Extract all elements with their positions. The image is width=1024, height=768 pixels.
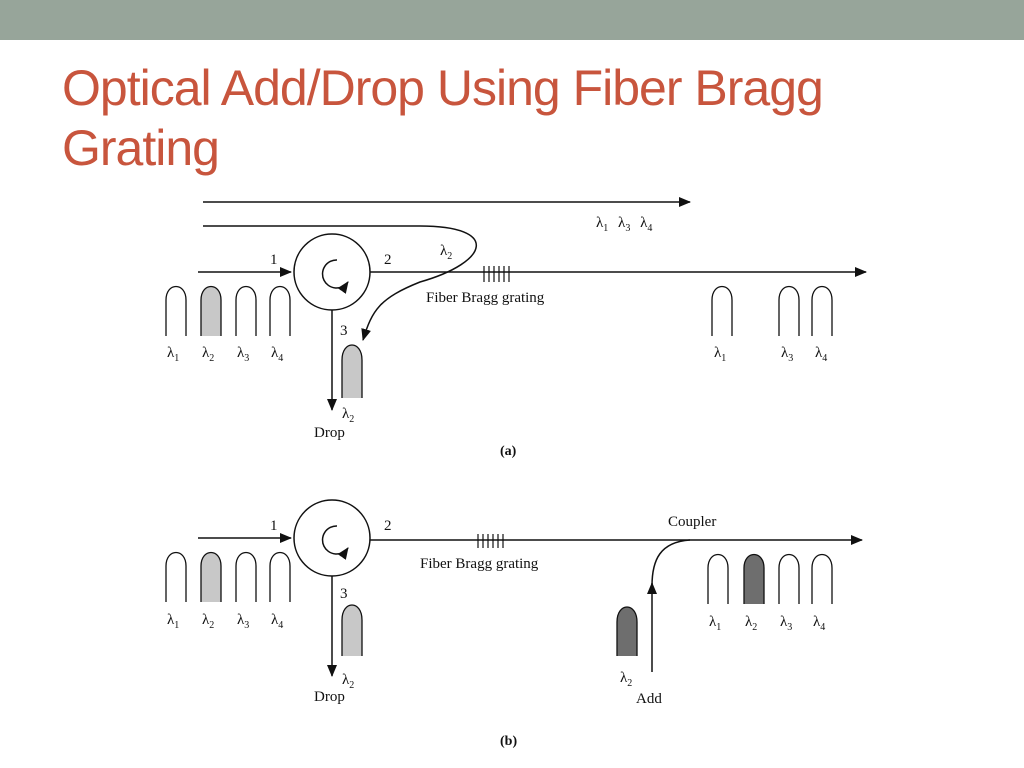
grating-label: Fiber Bragg grating [420,556,539,572]
grating-label: Fiber Bragg grating [426,290,545,306]
svg-text:λ3: λ3 [780,614,792,633]
port-3-label: 3 [340,323,348,339]
port-2-label: 2 [384,518,392,534]
output-channel: λ4 [811,285,833,364]
output-channel: λ1 [707,553,729,633]
added-channel: λ2 [616,606,638,689]
input-channel: λ1 [165,551,187,631]
output-channel-added: λ2 [743,553,765,633]
output-channel: λ1 [711,285,733,364]
add-label: Add [636,691,662,707]
svg-text:λ1: λ1 [167,345,179,364]
slide-top-bar [0,0,1024,40]
svg-text:λ2: λ2 [202,612,214,631]
bragg-grating [477,534,504,548]
svg-text:λ4: λ4 [271,612,283,631]
output-channel: λ3 [778,553,800,633]
svg-text:λ4: λ4 [815,345,827,364]
diagram-a: λ1 λ3 λ4 λ2 1 2 Fiber Bragg grating 3 Dr… [165,197,867,459]
coupler-curve [651,539,691,587]
svg-text:λ3: λ3 [237,345,249,364]
svg-text:λ4: λ4 [271,345,283,364]
reflected-label: λ2 [440,243,452,262]
input-channel: λ4 [269,285,291,364]
port-2-label: 2 [384,252,392,268]
port-3-label: 3 [340,586,348,602]
caption-b: (b) [500,734,517,749]
svg-text:λ3: λ3 [781,345,793,364]
input-channel: λ3 [235,285,257,364]
output-channel: λ4 [811,553,833,633]
port-1-label: 1 [270,518,278,534]
svg-text:λ1: λ1 [709,614,721,633]
svg-text:λ1: λ1 [167,612,179,631]
circulator [293,233,371,311]
bragg-grating [483,266,510,282]
svg-text:λ1: λ1 [714,345,726,364]
input-channel: λ4 [269,551,291,631]
dropped-channel: λ2 [341,604,363,691]
reflected-path [203,225,477,341]
svg-text:λ2: λ2 [745,614,757,633]
diagram-b: 1 2 Fiber Bragg grating Coupler 3 Drop λ… [165,499,863,749]
svg-text:λ2: λ2 [342,406,354,425]
input-channel: λ3 [235,551,257,631]
output-channel: λ3 [778,285,800,364]
svg-text:λ2: λ2 [620,670,632,689]
circulator [293,499,371,577]
circulator-rotation-icon [321,525,349,560]
slide-title: Optical Add/Drop Using Fiber Bragg Grati… [62,60,824,176]
circulator-rotation-icon [321,259,349,294]
drop-label: Drop [314,425,345,441]
svg-text:λ2: λ2 [342,672,354,691]
drop-label: Drop [314,689,345,705]
svg-text:λ4: λ4 [813,614,825,633]
input-channel: λ1 [165,285,187,364]
coupler-label: Coupler [668,514,716,530]
svg-text:λ2: λ2 [202,345,214,364]
caption-a: (a) [500,444,517,459]
input-channel-dropped: λ2 [200,551,222,631]
port-1-label: 1 [270,252,278,268]
input-channel-dropped: λ2 [200,285,222,364]
svg-text:λ3: λ3 [237,612,249,631]
dropped-channel: λ2 [341,344,363,425]
through-label: λ1 λ3 λ4 [596,215,652,235]
